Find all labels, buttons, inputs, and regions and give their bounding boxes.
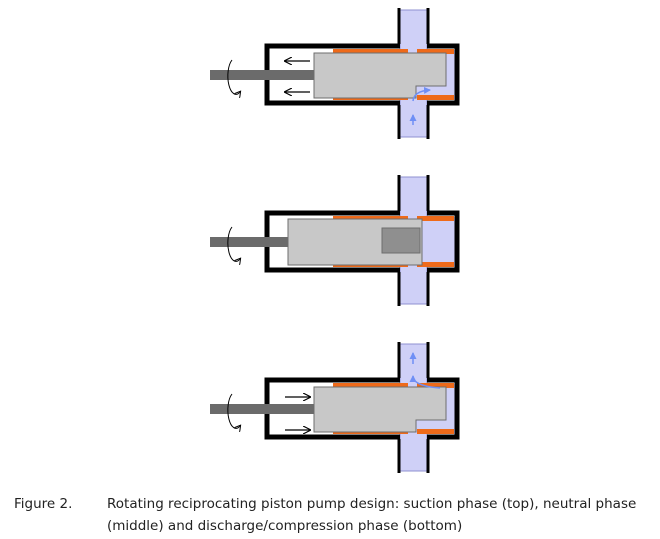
piston	[313, 52, 447, 99]
pump-phase-suction	[210, 8, 460, 139]
housing-wall-head	[427, 210, 460, 273]
piston-slot	[381, 227, 421, 254]
drive-shaft	[210, 70, 316, 80]
housing-wall-head	[427, 43, 460, 106]
seal-strip	[417, 216, 454, 221]
flow-arrow-icon	[409, 375, 441, 389]
rotation-arrow-icon	[227, 226, 240, 261]
rotation-arrow-icon	[227, 393, 240, 428]
figure-label: Figure 2.	[14, 496, 73, 512]
flow-arrow-icon	[412, 86, 431, 102]
pump-phase-discharge	[210, 342, 460, 473]
pump-diagram	[210, 8, 460, 473]
piston	[313, 386, 447, 433]
pump-phase-neutral	[210, 175, 460, 306]
seal-strip	[333, 49, 408, 54]
figure-caption-text: Rotating reciprocating piston pump desig…	[107, 496, 637, 534]
seal-strip	[333, 383, 408, 388]
drive-shaft	[210, 404, 316, 414]
seal-strip	[417, 49, 454, 54]
seal-strip	[417, 429, 454, 434]
housing-wall-head	[427, 377, 460, 440]
seal-strip	[417, 95, 454, 100]
seal-strip	[417, 262, 454, 267]
rotation-arrow-icon	[227, 59, 240, 94]
seal-strip	[417, 383, 454, 388]
fluid-chamber	[420, 217, 456, 267]
drive-shaft	[210, 237, 292, 247]
